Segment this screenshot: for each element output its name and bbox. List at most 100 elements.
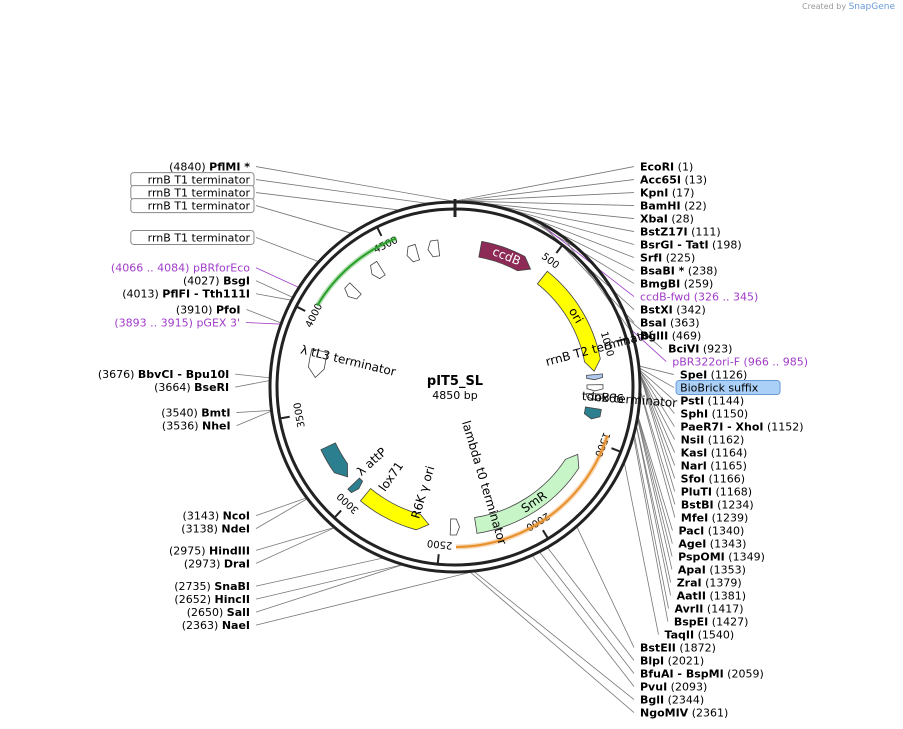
callout-text: BstXI (342) bbox=[640, 304, 706, 317]
site-pfoi[interactable]: (3910) PfoI bbox=[176, 304, 241, 317]
site-naei[interactable]: (2363) NaeI bbox=[182, 619, 250, 632]
site-paer7i-xhoi[interactable]: PaeR7I - XhoI (1152) bbox=[680, 421, 803, 434]
site-bstxi[interactable]: BstXI (342) bbox=[640, 304, 706, 317]
site-bbvci-bpu10i[interactable]: (3676) BbvCI - Bpu10I bbox=[98, 368, 229, 381]
feature-lox71[interactable] bbox=[347, 477, 364, 494]
site-bspei[interactable]: BspEI (1427) bbox=[674, 616, 749, 629]
feature-smr[interactable] bbox=[474, 453, 580, 534]
feature-tl3-terminator[interactable] bbox=[307, 348, 329, 379]
site-pflmi[interactable]: (4840) PflMI * bbox=[169, 161, 250, 174]
site-sfoi[interactable]: SfoI (1166) bbox=[681, 473, 745, 486]
site-sphi[interactable]: SphI (1150) bbox=[680, 408, 748, 421]
site-bamhi[interactable]: BamHI (22) bbox=[640, 200, 707, 213]
site-bmgbi[interactable]: BmgBI (259) bbox=[640, 278, 713, 291]
site-srfi[interactable]: SrfI (225) bbox=[640, 252, 695, 265]
site-bmti[interactable]: (3540) BmtI bbox=[161, 407, 230, 420]
feature-tonb-terminator[interactable] bbox=[586, 392, 604, 400]
callout-name: HincII bbox=[214, 593, 250, 606]
leader-ccdb-fwd bbox=[532, 217, 635, 297]
site-bcivi[interactable]: BciVI (923) bbox=[668, 343, 732, 356]
site-kasi[interactable]: KasI (1164) bbox=[681, 447, 748, 460]
site-bglii[interactable]: BglII (469) bbox=[640, 330, 701, 343]
site-psti[interactable]: PstI (1144) bbox=[680, 395, 744, 408]
feature-callout-rrnb-t1-terminator[interactable]: rrnB T1 terminator bbox=[130, 172, 255, 188]
site-bsabi[interactable]: BsaBI * (238) bbox=[640, 265, 718, 278]
inner-label-tonb-terminator: tonB terminator bbox=[581, 389, 677, 410]
outer-arc-biobrick-prefix-green[interactable] bbox=[316, 237, 397, 307]
tick-1500 bbox=[611, 447, 622, 453]
site-bsteii[interactable]: BstEII (1872) bbox=[640, 642, 716, 655]
callout-text: BlpI (2021) bbox=[640, 655, 704, 668]
callout-name: PstI bbox=[680, 395, 704, 408]
feature-rrnb-t1-terminator-3[interactable] bbox=[406, 243, 421, 263]
primer-ccdb-fwd[interactable]: ccdB-fwd (326 .. 345) bbox=[640, 291, 758, 304]
feature-ccdb[interactable] bbox=[478, 240, 532, 272]
site-bfuai-bspmi[interactable]: BfuAI - BspMI (2059) bbox=[640, 668, 764, 681]
site-taqii[interactable]: TaqII (1540) bbox=[665, 629, 735, 642]
site-drai[interactable]: (2973) DraI bbox=[184, 557, 250, 570]
callout-text: PstI (1144) bbox=[680, 395, 744, 408]
feature-callout-rrnb-t1-terminator[interactable]: rrnB T1 terminator bbox=[130, 185, 255, 201]
callout-pos: (2735) bbox=[174, 580, 214, 593]
site-bsrgi-tati[interactable]: BsrGI - TatI (198) bbox=[640, 239, 742, 252]
site-bgli[interactable]: BglI (2344) bbox=[640, 694, 704, 707]
site-avrii[interactable]: AvrII (1417) bbox=[675, 603, 744, 616]
primer-pgex-3[interactable]: (3893 .. 3915) pGEX 3' bbox=[114, 317, 240, 330]
feature-rrnb-t1-terminator-1[interactable] bbox=[344, 282, 362, 300]
leader-nsii bbox=[640, 374, 675, 440]
site-sali[interactable]: (2650) SalI bbox=[187, 606, 250, 619]
feature-r6k-gamma-ori[interactable] bbox=[359, 487, 430, 531]
site-zrai[interactable]: ZraI (1379) bbox=[677, 577, 742, 590]
site-pspomi[interactable]: PspOMI (1349) bbox=[678, 551, 765, 564]
site-apai[interactable]: ApaI (1353) bbox=[678, 564, 746, 577]
site-nari[interactable]: NarI (1165) bbox=[681, 460, 747, 473]
callout-text: KpnI (17) bbox=[640, 187, 694, 200]
feature-callout-biobrick-suffix[interactable]: BioBrick suffix bbox=[675, 380, 781, 396]
site-nhei[interactable]: (3536) NheI bbox=[162, 420, 231, 433]
site-blpi[interactable]: BlpI (2021) bbox=[640, 655, 704, 668]
primer-pbr322ori-f[interactable]: pBR322ori-F (966 .. 985) bbox=[672, 356, 808, 369]
site-snabi[interactable]: (2735) SnaBI bbox=[174, 580, 250, 593]
site-pvui[interactable]: PvuI (2093) bbox=[640, 681, 707, 694]
site-agei[interactable]: AgeI (1343) bbox=[678, 538, 746, 551]
feature-callout-rrnb-t1-terminator[interactable]: rrnB T1 terminator bbox=[130, 198, 255, 214]
site-bsai[interactable]: BsaI (363) bbox=[640, 317, 700, 330]
site-ngomiv[interactable]: NgoMIV (2361) bbox=[640, 707, 728, 720]
site-hindiii[interactable]: (2975) HindIII bbox=[169, 544, 250, 557]
site-pluti[interactable]: PluTI (1168) bbox=[681, 486, 752, 499]
site-aatii[interactable]: AatII (1381) bbox=[677, 590, 746, 603]
site-ncoi[interactable]: (3143) NcoI bbox=[183, 510, 250, 523]
feature-lambda-t0-terminator[interactable] bbox=[449, 518, 460, 536]
primer-pbrforeco[interactable]: (4066 .. 4084) pBRforEco bbox=[111, 262, 250, 275]
site-kpni[interactable]: KpnI (17) bbox=[640, 187, 694, 200]
site-hincii[interactable]: (2652) HincII bbox=[174, 593, 250, 606]
tick-500 bbox=[555, 244, 564, 254]
callout-text: rrnB T1 terminator bbox=[148, 231, 251, 244]
site-nsii[interactable]: NsiI (1162) bbox=[681, 434, 745, 447]
callout-text: BstBI (1234) bbox=[681, 499, 754, 512]
site-mfei[interactable]: MfeI (1239) bbox=[681, 512, 748, 525]
site-pflfi-tth111i[interactable]: (4013) PflFI - Tth111I bbox=[122, 288, 250, 301]
feature-callout-rrnb-t1-terminator[interactable]: rrnB T1 terminator bbox=[130, 229, 255, 245]
site-acc65i[interactable]: Acc65I (13) bbox=[640, 174, 707, 187]
feature-lox66-box[interactable] bbox=[583, 406, 602, 420]
feature-lambda-attp[interactable] bbox=[320, 442, 348, 478]
site-bstz17i[interactable]: BstZ17I (111) bbox=[640, 226, 721, 239]
site-spei[interactable]: SpeI (1126) bbox=[680, 369, 747, 382]
site-bseri[interactable]: (3664) BseRI bbox=[154, 381, 229, 394]
feature-rrnb-t2-terminator[interactable] bbox=[586, 373, 604, 381]
site-paci[interactable]: PacI (1340) bbox=[678, 525, 744, 538]
site-bstbi[interactable]: BstBI (1234) bbox=[681, 499, 754, 512]
callout-text: Acc65I (13) bbox=[640, 174, 707, 187]
feature-rrnb-t1-terminator-2[interactable] bbox=[370, 260, 386, 280]
outer-arc-biobrick-suffix-orange[interactable] bbox=[456, 435, 609, 548]
site-ndei[interactable]: (3138) NdeI bbox=[181, 523, 250, 536]
site-bsgi[interactable]: (4027) BsgI bbox=[183, 275, 250, 288]
feature-rrnb-t1-terminator-4[interactable] bbox=[427, 239, 441, 258]
feature-ori[interactable] bbox=[536, 270, 601, 372]
site-xbai[interactable]: XbaI (28) bbox=[640, 213, 694, 226]
feature-lox66[interactable] bbox=[586, 384, 604, 392]
callout-text: PacI (1340) bbox=[678, 525, 744, 538]
site-ecori[interactable]: EcoRI (1) bbox=[640, 161, 693, 174]
